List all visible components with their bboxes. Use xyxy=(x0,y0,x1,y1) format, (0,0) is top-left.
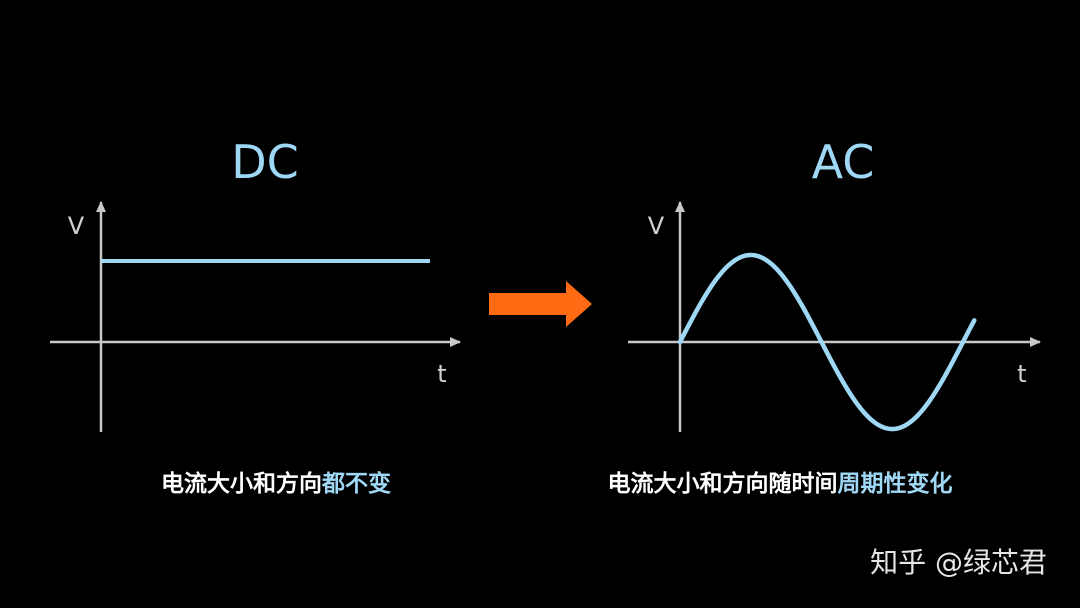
watermark: 知乎 @绿芯君 xyxy=(870,546,1047,579)
dc-panel: DC V t 电流大小和方向都不变 xyxy=(50,135,461,497)
ac-panel: AC V t 电流大小和方向随时间周期性变化 xyxy=(608,135,1041,497)
dc-title: DC xyxy=(231,135,299,189)
ac-y-label: V xyxy=(648,212,665,240)
ac-caption-highlight: 周期性变化 xyxy=(838,470,953,497)
dc-caption-main: 电流大小和方向 xyxy=(161,470,322,497)
ac-caption-main: 电流大小和方向随时间 xyxy=(608,470,838,497)
ac-sine-wave xyxy=(677,252,977,432)
dc-caption-highlight: 都不变 xyxy=(321,470,391,497)
ac-caption: 电流大小和方向随时间周期性变化 xyxy=(608,470,953,497)
ac-title: AC xyxy=(812,135,875,189)
dc-caption: 电流大小和方向都不变 xyxy=(161,470,391,497)
ac-x-label: t xyxy=(1017,360,1026,388)
dc-y-label: V xyxy=(68,212,85,240)
right-arrow-icon xyxy=(489,281,592,327)
dc-x-label: t xyxy=(437,360,446,388)
